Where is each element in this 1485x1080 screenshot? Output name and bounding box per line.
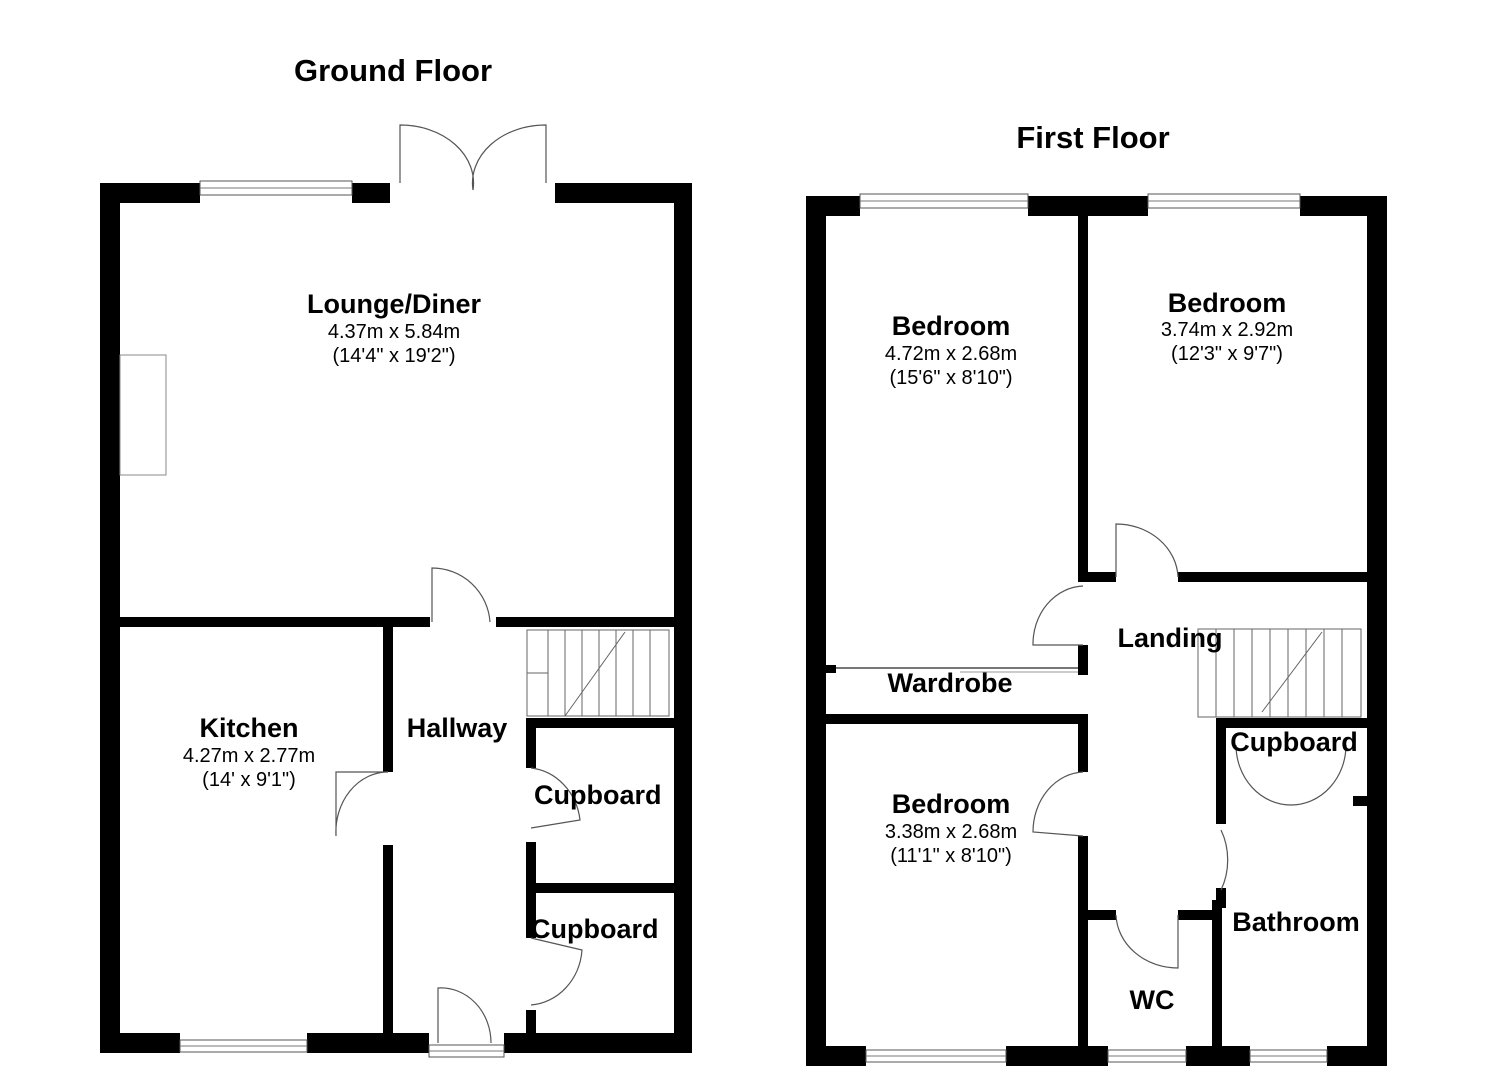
room-name: Kitchen bbox=[199, 713, 298, 743]
room-dimensions-imperial: (15'6" x 8'10") bbox=[889, 367, 1012, 389]
room-dimensions-metric: 3.38m x 2.68m bbox=[885, 821, 1017, 843]
room-dimensions-imperial: (11'1" x 8'10") bbox=[890, 845, 1012, 867]
cupboard-door-1 bbox=[530, 767, 581, 829]
first-window-bedroom-2 bbox=[1147, 193, 1301, 209]
first-floor-title: First Floor bbox=[1016, 120, 1169, 155]
ground-floor: Ground Floor bbox=[100, 53, 692, 1058]
room-landing: Landing bbox=[1118, 623, 1223, 653]
kitchen-door bbox=[335, 771, 389, 837]
cupboard-double-door bbox=[1235, 744, 1347, 806]
room-bedroom-2: Bedroom 3.74m x 2.92m (12'3" x 9'7") bbox=[1161, 288, 1293, 365]
french-doors bbox=[399, 124, 547, 191]
front-door bbox=[437, 987, 492, 1044]
ground-floor-title: Ground Floor bbox=[294, 53, 492, 88]
ground-window-front-door bbox=[428, 1044, 505, 1058]
lounge-door bbox=[431, 567, 491, 623]
room-name: Bedroom bbox=[892, 311, 1011, 341]
room-dimensions-imperial: (14' x 9'1") bbox=[202, 769, 296, 791]
first-window-bedroom-3 bbox=[865, 1049, 1007, 1063]
bedroom-1-door bbox=[1032, 585, 1084, 646]
ground-stairs bbox=[526, 629, 670, 717]
room-name: Bedroom bbox=[892, 789, 1011, 819]
room-name: Bedroom bbox=[1168, 288, 1287, 318]
first-floor-walls bbox=[806, 196, 1387, 1066]
room-cupboard-1: Cupboard bbox=[534, 780, 662, 810]
bedroom-2-door bbox=[1115, 523, 1179, 578]
room-dimensions-imperial: (12'3" x 9'7") bbox=[1171, 343, 1283, 365]
room-bedroom-1: Bedroom 4.72m x 2.68m (15'6" x 8'10") bbox=[885, 311, 1017, 389]
ground-window-kitchen bbox=[179, 1039, 308, 1053]
room-wc: WC bbox=[1130, 985, 1175, 1015]
room-dimensions-metric: 4.37m x 5.84m bbox=[328, 321, 460, 343]
ground-window-top bbox=[199, 180, 353, 196]
room-cupboard-2: Cupboard bbox=[531, 914, 659, 944]
fireplace bbox=[119, 354, 167, 476]
wc-door bbox=[1115, 914, 1179, 969]
first-window-bathroom bbox=[1249, 1049, 1328, 1063]
room-dimensions-metric: 3.74m x 2.92m bbox=[1161, 319, 1293, 341]
room-name: Lounge/Diner bbox=[307, 289, 481, 319]
room-bathroom: Bathroom bbox=[1232, 907, 1360, 937]
first-stairs bbox=[1197, 628, 1362, 718]
room-bedroom-3: Bedroom 3.38m x 2.68m (11'1" x 8'10") bbox=[885, 789, 1017, 867]
room-wardrobe: Wardrobe bbox=[887, 668, 1012, 698]
first-window-bedroom-1 bbox=[859, 193, 1029, 209]
room-dimensions-metric: 4.72m x 2.68m bbox=[885, 343, 1017, 365]
cupboard-door-2 bbox=[530, 937, 583, 1006]
room-lounge-diner: Lounge/Diner 4.37m x 5.84m (14'4" x 19'2… bbox=[307, 289, 481, 367]
first-window-wc bbox=[1107, 1049, 1187, 1063]
first-floor: First Floor bbox=[806, 120, 1387, 1066]
room-dimensions-metric: 4.27m x 2.77m bbox=[183, 745, 315, 767]
room-hallway: Hallway bbox=[407, 713, 508, 743]
bathroom-door bbox=[1220, 829, 1229, 891]
room-cupboard: Cupboard bbox=[1230, 727, 1358, 757]
room-dimensions-imperial: (14'4" x 19'2") bbox=[332, 345, 455, 367]
ground-floor-walls bbox=[100, 183, 692, 1053]
room-kitchen: Kitchen 4.27m x 2.77m (14' x 9'1") bbox=[183, 713, 315, 791]
bedroom-3-door bbox=[1032, 771, 1084, 837]
